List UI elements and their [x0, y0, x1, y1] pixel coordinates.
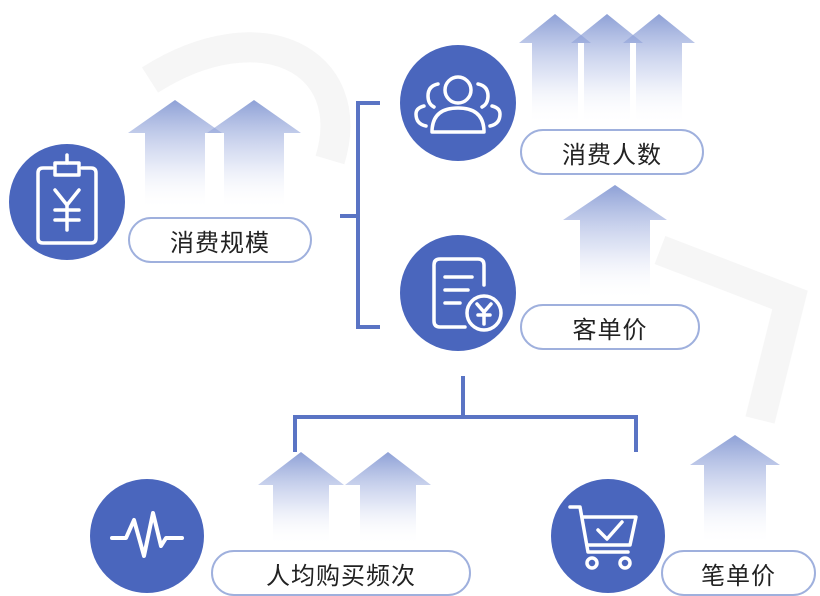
growth-arrows [128, 14, 780, 545]
pulse-wave-icon [110, 511, 184, 558]
people-group-icon [414, 75, 502, 134]
node-consumer-count: 消费人数 [520, 129, 704, 175]
node-label: 笔单价 [701, 561, 776, 590]
document-yen-icon [432, 257, 503, 332]
node-label: 消费人数 [562, 140, 662, 169]
node-customer-unit-price: 客单价 [520, 304, 700, 350]
node-per-capita-purchase-frequency: 人均购买频次 [211, 550, 471, 596]
node-per-transaction-price: 笔单价 [661, 550, 816, 596]
node-label: 客单价 [572, 315, 648, 344]
clipboard-yen-icon [36, 153, 98, 245]
node-consumption-scale: 消费规模 [128, 217, 312, 263]
node-label: 人均购买频次 [266, 561, 416, 590]
connector-lines [293, 101, 638, 452]
background-watermark [141, 32, 808, 424]
shopping-cart-icon [568, 505, 638, 570]
node-label: 消费规模 [170, 228, 270, 257]
